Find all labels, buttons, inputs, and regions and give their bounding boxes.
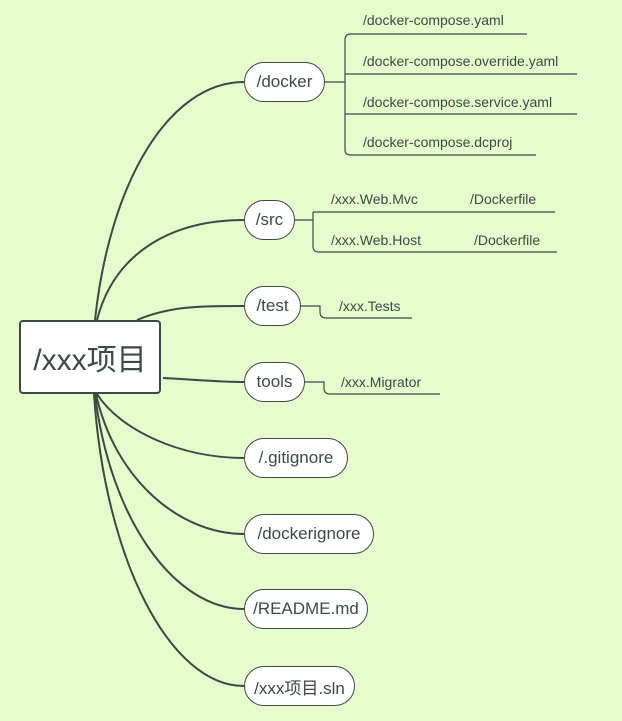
src-project-web-host[interactable]: /xxx.Web.Host [331, 232, 421, 248]
connector-root-dockerignore [95, 393, 245, 535]
src-web-host-dockerfile[interactable]: /Dockerfile [474, 232, 541, 248]
docker-file-dcproj[interactable]: /docker-compose.dcproj [363, 134, 513, 150]
connector-root-gitignore [96, 393, 245, 459]
src-web-mvc-dockerfile[interactable]: /Dockerfile [470, 191, 537, 207]
connector-src-2 [312, 245, 465, 253]
branch-docker[interactable]: /docker [244, 62, 325, 102]
root-node[interactable]: /xxx项目 [19, 320, 161, 394]
connector-root-sln [93, 393, 245, 687]
connector-root-readme [94, 393, 245, 610]
branch-src[interactable]: /src [244, 200, 295, 240]
connector-docker-4 [344, 149, 536, 156]
branch-sln[interactable]: /xxx项目.sln [244, 666, 355, 706]
connector-tools-1 [305, 381, 440, 395]
test-project-tests[interactable]: /xxx.Tests [339, 298, 401, 314]
tools-project-migrator[interactable]: /xxx.Migrator [341, 374, 422, 390]
connector-root-test [136, 305, 245, 321]
docker-file-compose-override[interactable]: /docker-compose.override.yaml [363, 53, 559, 69]
branch-readme[interactable]: /README.md [244, 589, 368, 629]
connector-root-tools [162, 377, 245, 383]
connector-root-docker [94, 81, 245, 321]
docker-file-compose-service[interactable]: /docker-compose.service.yaml [363, 94, 553, 110]
docker-file-compose[interactable]: /docker-compose.yaml [363, 12, 504, 28]
connector-root-src [96, 219, 245, 321]
branch-gitignore[interactable]: /.gitignore [244, 438, 348, 478]
src-project-web-mvc[interactable]: /xxx.Web.Mvc [331, 191, 418, 207]
connector-test-1 [301, 305, 412, 319]
branch-tools[interactable]: tools [244, 362, 305, 402]
branch-test[interactable]: /test [244, 286, 301, 326]
branch-dockerignore[interactable]: /dockerignore [244, 514, 374, 554]
connector-docker-1 [344, 33, 527, 41]
